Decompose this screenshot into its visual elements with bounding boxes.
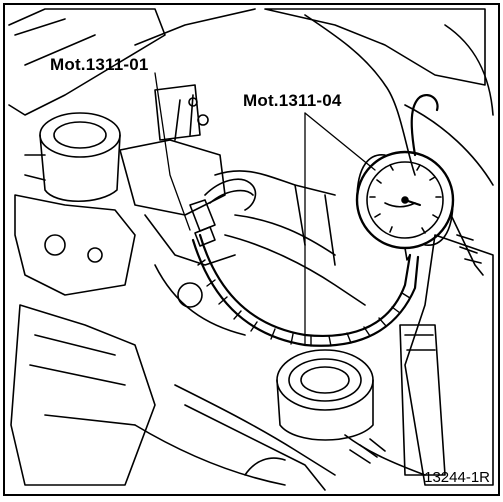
gauge-hook — [410, 93, 439, 157]
strut-tower — [264, 8, 494, 186]
tool-label-mot-1311-04: Mot.1311-04 — [243, 91, 342, 110]
leader-lines — [154, 72, 376, 346]
lower-hoses — [134, 384, 426, 491]
technical-illustration: Mot.1311-01 Mot.1311-04 13244-1R — [3, 3, 500, 496]
hose-union — [189, 178, 257, 247]
battery-area — [399, 234, 494, 486]
figure-reference: 13244-1R — [424, 469, 490, 486]
tool-label-mot-1311-01: Mot.1311-01 — [50, 55, 149, 74]
pump-housing — [119, 84, 246, 336]
pressure-gauge — [355, 150, 484, 276]
body-panel — [8, 8, 256, 116]
engine-bay-drawing — [8, 8, 494, 491]
oil-filler — [276, 349, 374, 441]
manifold — [214, 170, 366, 306]
air-filter — [10, 112, 156, 486]
